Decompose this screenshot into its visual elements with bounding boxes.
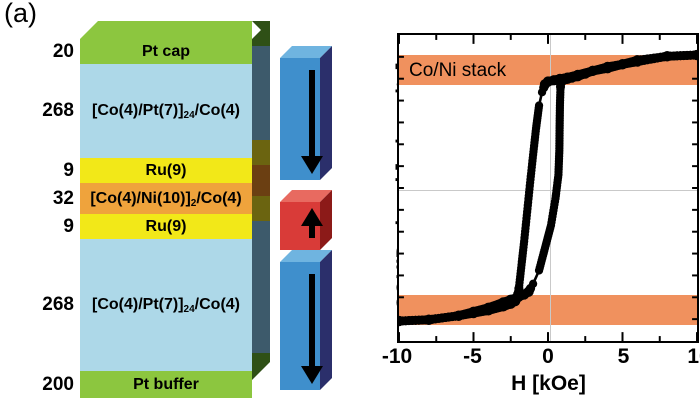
horizontal-gridline [399,190,697,191]
layer-thickness-value: 200 [42,373,74,395]
vertical-gridline [550,35,551,341]
stack-layer-label: Pt cap [141,42,190,60]
coni-band-label: Co/Ni stack [409,60,507,82]
stack-layer-4: Ru(9) [80,214,252,239]
panel-a-label: (a) [4,0,37,28]
stack-layer-label: Ru(9) [145,161,187,179]
stack-layer-label: Pt buffer [133,375,199,393]
layer-thickness-value: 268 [42,100,74,121]
stack-front-face: Pt cap [Co(4)/Pt(7)]24/Co(4) Ru(9) [Co(4)/N… [80,39,252,398]
stack-layer-label: [Co(4)/Ni(10)]2/Co(4) [90,189,242,209]
stack-side-face [252,21,270,380]
layer-thickness-value: 32 [52,187,74,209]
stack-layer-2: Ru(9) [80,158,252,183]
x-tick-label: 10 [687,345,700,368]
hysteresis-curve [399,49,697,327]
stack-layer-label: [Co(4)/Pt(7)]24/Co(4) [92,102,240,121]
stack-layer-3: [Co(4)/Ni(10)]2/Co(4) [80,183,252,214]
magnetization-blocks [272,0,350,406]
x-axis-label-wrap: H [kOe] [397,372,700,396]
panel-a-stack-diagram: (a) 20 268 9 32 9 268 200 Pt cap [Co(4)/Pt(7)]2… [0,0,350,406]
layer-thickness-value: 20 [52,40,74,62]
plot-area: Co/Ni stack [397,33,699,343]
layer-thickness-value: 9 [63,215,74,237]
panel-b-squid-hysteresis: (b) SQUID signal [arb. units] Co/Ni stac… [350,0,700,406]
x-tick-label: 5 [617,345,630,368]
stack-layer-5: [Co(4)/Pt(7)]24/Co(4) [80,239,252,371]
layer-thickness-value: 9 [63,159,74,181]
x-axis-tick-labels: -10 -5 0 5 10 [382,345,700,373]
stack-layer-label: Ru(9) [145,217,187,235]
moment-bottom-cofpt-svg [280,250,332,390]
x-axis-label: H [kOe] [511,372,586,395]
axis-ticks [399,35,697,341]
x-tick-label: -5 [463,345,482,368]
layer-thickness-value: 268 [42,294,74,315]
stack-top-face [80,21,252,39]
moment-top-cofpt-svg [280,46,332,180]
layer-thickness-column: 20 268 9 32 9 268 200 [0,0,78,406]
x-tick-label: -10 [381,345,413,368]
stack-layer-6: Pt buffer [80,371,252,398]
moment-bottom-cofpt [280,250,332,390]
stack-layer-0: Pt cap [80,39,252,64]
moment-coni [280,190,332,250]
x-tick-label: 0 [542,345,554,368]
moment-coni-svg [280,190,332,250]
moment-top-cofpt [280,46,332,180]
stack-layer-label: [Co(4)/Pt(7)]24/Co(4) [92,296,240,315]
stack-layer-1: [Co(4)/Pt(7)]24/Co(4) [80,64,252,158]
